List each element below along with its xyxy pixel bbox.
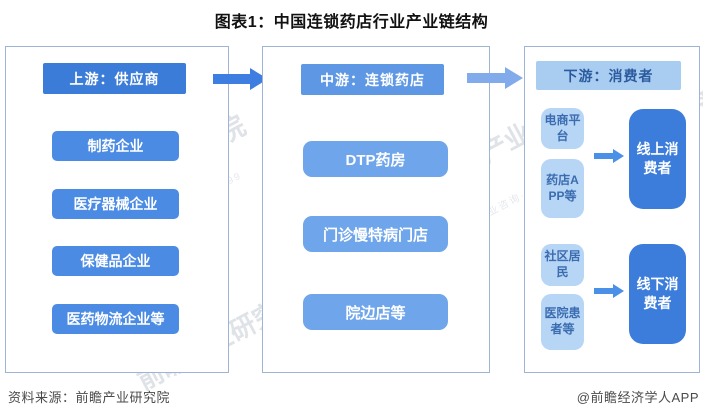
downstream-target-offline: 线下消费者 [629,244,686,344]
arrow-right-icon [467,67,523,89]
downstream-source-app: 药店APP等 [541,159,584,218]
midstream-item-hospital-side: 院边店等 [303,294,448,330]
data-source-text: 资料来源：前瞻产业研究院 [8,390,171,405]
downstream-panel: 下游：消费者 电商平台 药店APP等 线上消费者 社区居民 医院患者等 线下消费… [524,46,700,373]
midstream-header: 中游：连锁药店 [301,64,444,95]
midstream-panel: 中游：连锁药店 DTP药房 门诊慢特病门店 院边店等 [262,46,490,373]
arrow-right-icon [594,149,624,163]
arrow-right-icon [213,68,268,90]
downstream-target-online: 线上消费者 [629,109,686,209]
downstream-source-ecommerce: 电商平台 [541,108,584,149]
upstream-header: 上游：供应商 [43,63,186,94]
downstream-header: 下游：消费者 [536,61,681,90]
upstream-item-logistics: 医药物流企业等 [52,304,179,334]
upstream-item-devices: 医疗器械企业 [52,189,179,219]
midstream-item-dtp: DTP药房 [303,141,448,177]
midstream-item-clinic: 门诊慢特病门店 [303,216,448,252]
upstream-panel: 上游：供应商 制药企业 医疗器械企业 保健品企业 医药物流企业等 [5,46,229,373]
credit-text: @前瞻经济学人APP [576,390,699,405]
figure-title: 图表1：中国连锁药店行业产业链结构 [214,14,489,31]
arrow-right-icon [594,284,624,298]
downstream-source-community: 社区居民 [541,244,584,286]
upstream-item-pharma: 制药企业 [52,131,179,161]
upstream-item-health: 保健品企业 [52,246,179,276]
downstream-source-patients: 医院患者等 [541,294,584,350]
